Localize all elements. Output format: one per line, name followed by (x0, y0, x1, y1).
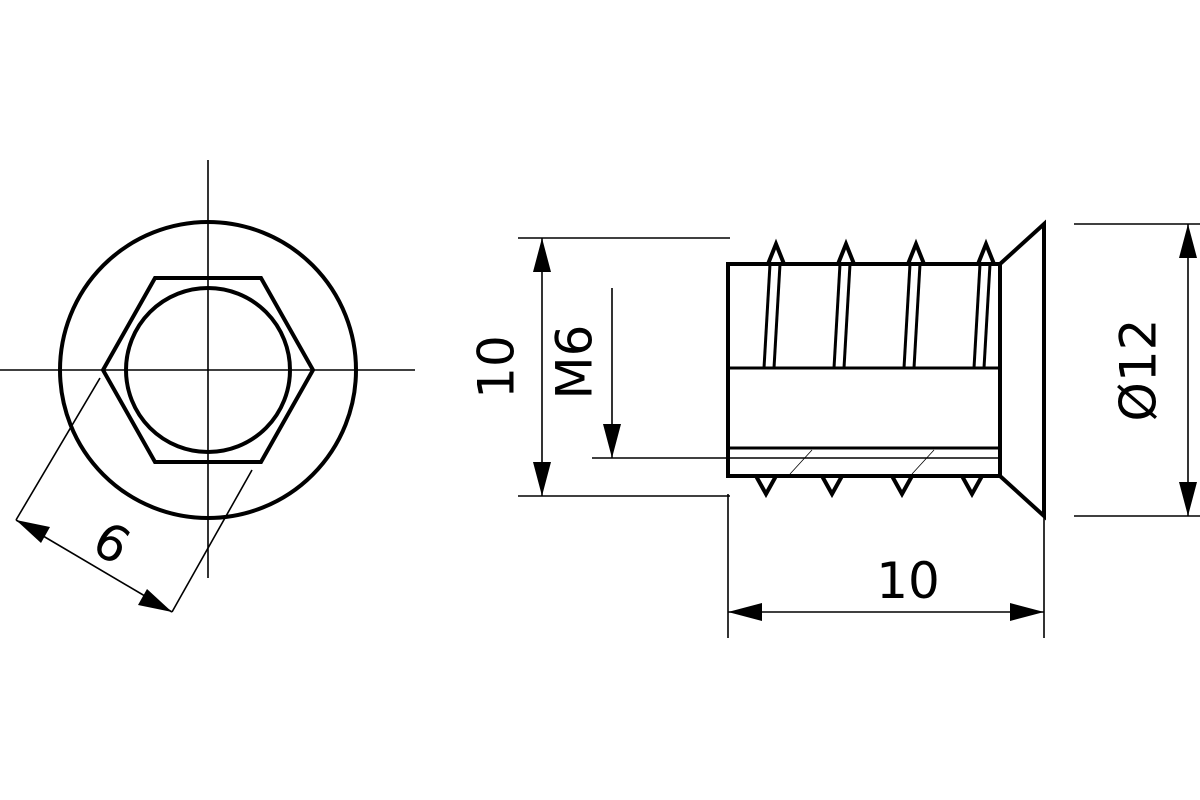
bottom-tooth (890, 475, 914, 499)
height-arrow-bottom (533, 462, 551, 496)
tooth-rib (982, 263, 992, 369)
hex-extension-line-left (15, 377, 101, 521)
tooth-rib (772, 263, 782, 369)
diameter-dimension-label: Ø12 (1110, 319, 1168, 422)
top-tooth (906, 238, 926, 265)
length-arrow-left (728, 603, 762, 621)
thread-dimension-label: M6 (546, 325, 604, 400)
threaded-bore-outline (124, 286, 292, 454)
tooth-rib (972, 263, 982, 369)
top-teeth (762, 238, 996, 369)
length-arrow-right (1010, 603, 1044, 621)
length-dimension-label: 10 (876, 552, 940, 610)
hex-dimension-arrow-left (16, 520, 50, 543)
bottom-teeth (754, 475, 984, 499)
bottom-tooth (820, 475, 844, 499)
hex-dimension-label: 6 (83, 510, 140, 576)
hex-socket-outline (100, 276, 316, 464)
thread-arrow (603, 424, 621, 458)
tooth-rib (762, 263, 772, 369)
top-tooth (766, 238, 786, 265)
top-tooth (976, 238, 996, 265)
flange-outline (58, 220, 358, 520)
hex-dimension-arrow-right (138, 589, 172, 612)
top-tooth (836, 238, 856, 265)
front-view: 6 (0, 160, 415, 613)
height-arrow-top (533, 238, 551, 272)
tooth-rib (842, 263, 852, 369)
countersunk-flange (998, 219, 1046, 521)
hex-extension-line-right (171, 469, 253, 613)
side-view: 10 M6 10 Ø12 (468, 219, 1200, 638)
tooth-rib (912, 263, 922, 369)
height-dimension-label: 10 (468, 335, 526, 399)
hidden-line (789, 449, 813, 475)
hidden-line (911, 449, 935, 475)
diameter-arrow-top (1179, 224, 1197, 258)
insert-body (726, 262, 1002, 478)
tooth-rib (902, 263, 912, 369)
bottom-tooth (754, 475, 778, 499)
diameter-arrow-bottom (1179, 482, 1197, 516)
tooth-rib (832, 263, 842, 369)
bottom-tooth (960, 475, 984, 499)
